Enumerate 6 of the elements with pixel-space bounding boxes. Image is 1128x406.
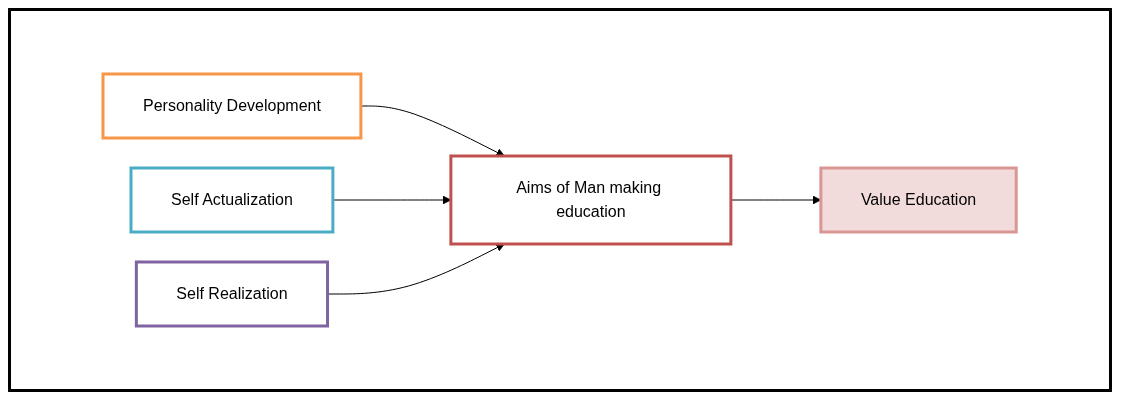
node-box — [135, 260, 330, 328]
node-box — [129, 166, 335, 234]
node-box — [449, 154, 733, 246]
node-box — [819, 166, 1019, 234]
diagram-frame: Personality Development Self Actualization Self Realization Aims of Man making education Value Education — [8, 8, 1112, 392]
node-box — [101, 72, 363, 140]
